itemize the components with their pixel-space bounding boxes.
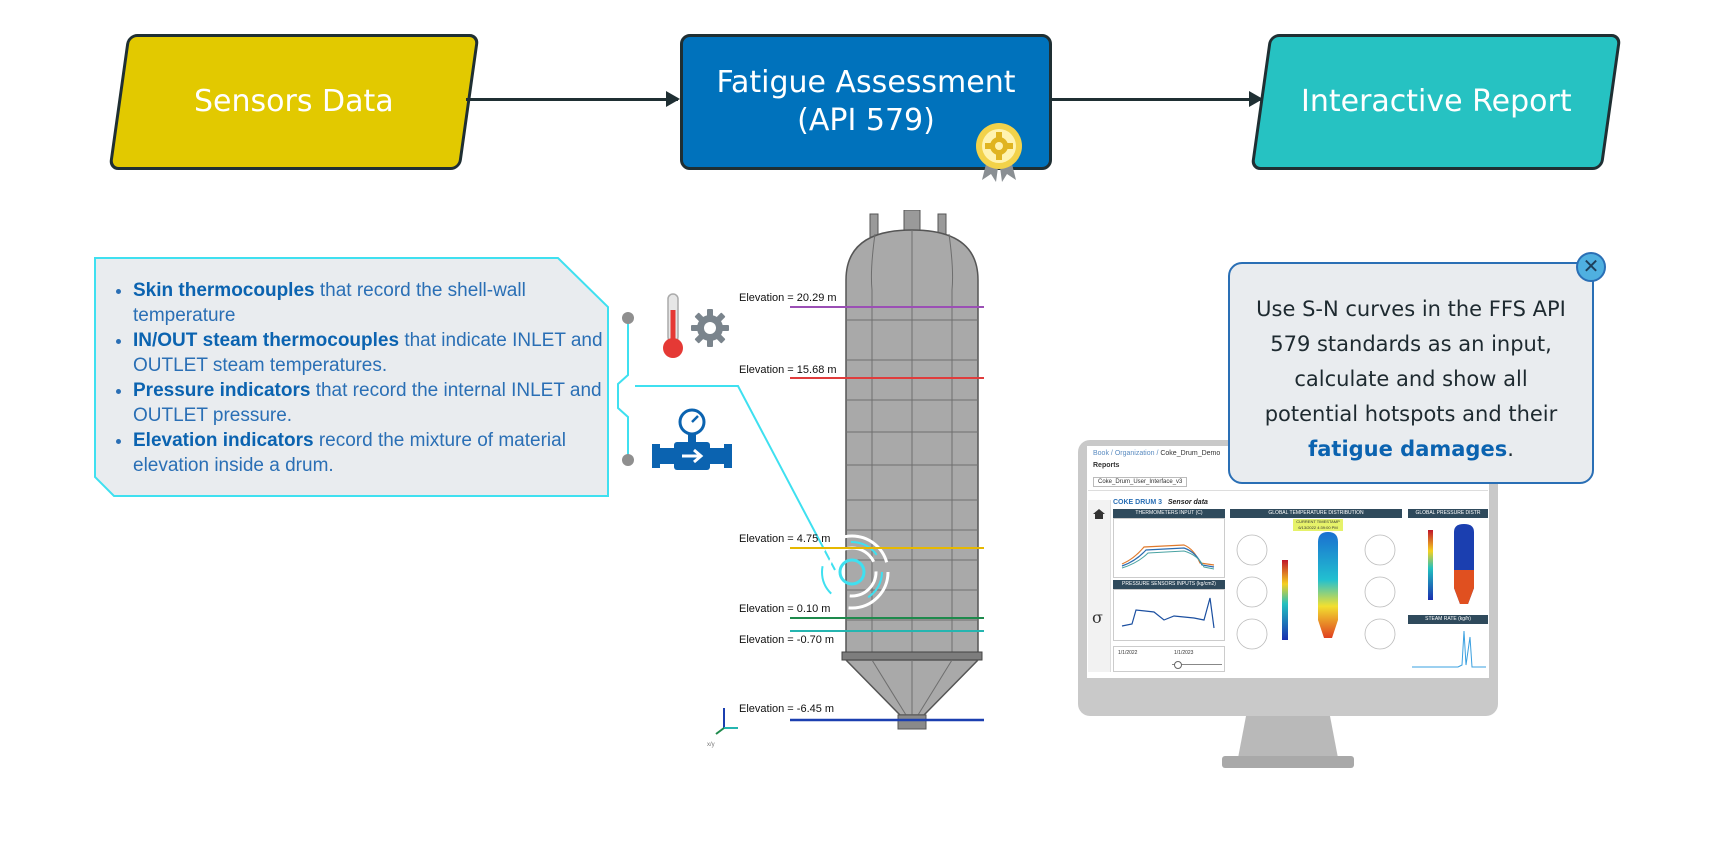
sensor-item-elevation: Elevation indicators record the mixture … — [133, 428, 613, 478]
sensors-data-label: Sensors Data — [194, 84, 394, 119]
panel-pressure-title: PRESSURE SENSORS INPUTS (kg/cm2) — [1113, 580, 1225, 589]
interactive-report-label: Interactive Report — [1300, 84, 1572, 119]
elevation-label-1: Elevation = 20.29 m — [739, 292, 837, 304]
elevation-label-2: Elevation = 15.68 m — [739, 364, 837, 376]
breadcrumb: Book / Organization / Coke_Drum_Demo — [1093, 450, 1221, 457]
thermometer-icon — [663, 293, 683, 358]
home-icon[interactable] — [1092, 508, 1106, 520]
slider-end-date: 1/1/2023 — [1174, 650, 1194, 656]
global-pressure-view — [1428, 524, 1474, 604]
panel-global-temp-title: GLOBAL TEMPERATURE DISTRIBUTION — [1230, 509, 1402, 518]
sensor-item-skin: Skin thermocouples that record the shell… — [133, 278, 613, 328]
slider-track[interactable] — [1172, 664, 1222, 665]
elevation-lines — [790, 306, 984, 722]
tab-coke-drum-ui[interactable]: Coke_Drum_User_Interface_v3 — [1093, 477, 1188, 487]
fatigue-assessment-box: Fatigue Assessment (API 579) — [680, 34, 1052, 170]
pressure-chart — [1113, 589, 1225, 641]
arrow-head-1 — [666, 91, 680, 107]
elevation-label-4: Elevation = 0.10 m — [739, 603, 831, 615]
callout-box: Use S-N curves in the FFS API 579 standa… — [1228, 262, 1594, 484]
sensors-data-box: Sensors Data — [108, 34, 480, 170]
panel-steam-title: STEAM RATE (kg/h) — [1408, 615, 1488, 624]
slider-handle[interactable] — [1174, 661, 1182, 669]
reports-heading: Reports — [1093, 462, 1120, 469]
fatigue-subtitle: (API 579) — [797, 103, 935, 138]
award-badge-icon — [976, 123, 1022, 182]
axis-label: x/y — [707, 742, 715, 748]
thermometers-chart — [1113, 518, 1225, 578]
sensor-item-steam: IN/OUT steam thermocouples that indicate… — [133, 328, 613, 378]
global-temperature-view — [1236, 532, 1396, 650]
axis-triad-icon — [715, 708, 738, 735]
callout-highlight: fatigue damages — [1308, 437, 1508, 461]
screen-page-title: COKE DRUM 3 Sensor data — [1113, 499, 1208, 506]
pressure-lines — [1121, 597, 1215, 629]
elevation-label-6: Elevation = -6.45 m — [739, 703, 835, 715]
sensor-connectors — [617, 312, 836, 571]
close-button[interactable]: ✕ — [1576, 252, 1606, 282]
fatigue-title: Fatigue Assessment — [716, 65, 1016, 100]
sensor-item-pressure: Pressure indicators that record the inte… — [133, 378, 613, 428]
screen-divider — [1088, 490, 1488, 491]
monitor-base — [1222, 756, 1354, 768]
pressure-gauge-icon — [652, 408, 732, 470]
date-slider-panel: 1/1/2022 1/1/2023 — [1113, 646, 1225, 672]
sensor-description-panel — [94, 257, 609, 497]
panel-thermometers-title: THERMOMETERS INPUT (C) — [1113, 509, 1225, 518]
arrow-sensors-to-fatigue — [466, 98, 678, 101]
arrow-fatigue-to-report — [1049, 98, 1261, 101]
screen-sidebar — [1088, 500, 1111, 672]
elevation-label-5: Elevation = -0.70 m — [739, 634, 835, 646]
sigma-icon[interactable]: σ — [1092, 608, 1103, 627]
interactive-report-box: Interactive Report — [1250, 34, 1622, 170]
panel-global-pressure-title: GLOBAL PRESSURE DISTR — [1408, 509, 1488, 518]
elevation-label-3: Elevation = 4.75 m — [739, 533, 831, 545]
slider-start-date: 1/1/2022 — [1118, 650, 1138, 656]
thermometers-lines — [1121, 544, 1215, 570]
sensor-list: Skin thermocouples that record the shell… — [115, 278, 613, 478]
monitor-stand — [1238, 716, 1338, 758]
steam-rate-chart — [1412, 630, 1486, 668]
gear-icon — [691, 309, 729, 347]
